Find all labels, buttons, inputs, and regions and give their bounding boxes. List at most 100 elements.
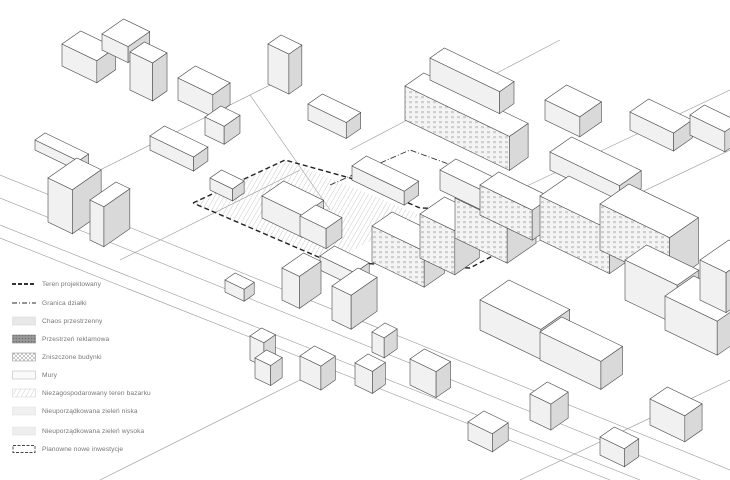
legend-label: Przestrzeń reklamowa	[42, 335, 110, 343]
building-roof	[209, 169, 245, 190]
building-roof	[34, 132, 90, 162]
building	[409, 348, 452, 399]
building	[61, 30, 117, 84]
legend-label: Planowne nowe inwestycje	[42, 445, 124, 453]
building	[371, 322, 398, 359]
building	[204, 105, 241, 145]
building-roof	[177, 65, 231, 96]
legend-label: Teren projektowany	[42, 280, 101, 288]
building-side	[716, 311, 730, 356]
building-facade	[89, 199, 105, 248]
legend-label: Zniszczone budynki	[42, 353, 102, 361]
legend-label: Niezagospodarowany teren bazarku	[42, 389, 151, 397]
legend-item: Zniszczone budynki	[12, 351, 212, 363]
building-roof	[281, 252, 322, 277]
legend-label: Chaos przestrzenny	[42, 317, 103, 325]
building	[89, 181, 131, 248]
building-roof	[267, 34, 303, 55]
building-roof	[307, 93, 362, 123]
legend-label: Granica działki	[42, 299, 87, 307]
building-roof	[689, 104, 730, 133]
building	[699, 239, 730, 314]
building	[281, 252, 322, 309]
building	[299, 345, 336, 391]
street-line	[519, 379, 730, 480]
legend-item: Niezagospodarowany teren bazarku	[12, 387, 212, 399]
legend-item: Granica działki	[12, 297, 212, 309]
building-roof	[351, 155, 420, 192]
building	[539, 316, 624, 390]
building-roof	[624, 244, 700, 286]
building-roof	[319, 245, 370, 274]
building	[129, 41, 168, 102]
legend-swatch	[12, 370, 36, 380]
building	[149, 125, 209, 172]
building	[299, 204, 343, 250]
building-roof	[429, 47, 515, 92]
legend-swatch	[12, 298, 36, 308]
legend-swatch	[12, 334, 36, 344]
building	[629, 98, 693, 152]
building-side	[725, 269, 730, 314]
building-roof	[47, 157, 102, 191]
building-roof	[331, 267, 378, 296]
building	[254, 349, 283, 387]
building	[267, 34, 303, 95]
street-line	[99, 379, 301, 480]
building-roof	[599, 426, 640, 450]
legend-label: Mury	[42, 371, 58, 379]
building	[467, 410, 509, 453]
building-roof	[467, 410, 509, 435]
building-side	[724, 127, 730, 153]
building-roof	[129, 41, 168, 64]
legend-item: Teren projektowany	[12, 278, 212, 290]
building-roof	[409, 348, 452, 372]
building-roof	[549, 136, 642, 186]
building-blocks	[34, 18, 730, 468]
building	[351, 155, 420, 206]
building	[689, 104, 730, 153]
building-roof	[529, 381, 569, 405]
legend-item: Planowne nowe inwestycje	[12, 443, 212, 455]
building	[404, 72, 529, 171]
building	[209, 169, 245, 202]
building	[529, 381, 569, 431]
legend-item: Nieuporządkowana zieleń niska	[12, 405, 212, 417]
building-roof	[354, 353, 386, 372]
legend-label: Nieuporządkowana zieleń wysoka	[42, 427, 145, 435]
building-roof	[371, 322, 398, 339]
building	[544, 84, 602, 138]
building-roof	[101, 18, 151, 47]
building	[354, 353, 386, 394]
building-roof	[479, 279, 571, 330]
building-roof	[89, 181, 131, 208]
building-roof	[544, 84, 602, 118]
building-roof	[404, 72, 529, 137]
building-roof	[224, 272, 255, 290]
building-roof	[599, 183, 699, 238]
building-roof	[699, 239, 730, 273]
building-roof	[299, 345, 336, 367]
building-roof	[249, 327, 277, 344]
building	[331, 267, 378, 330]
building	[649, 386, 703, 443]
building-roof	[649, 386, 703, 417]
street-line	[0, 197, 701, 480]
legend-item: Mury	[12, 369, 212, 381]
building-roof	[149, 125, 209, 158]
legend-swatch	[12, 279, 36, 289]
building-roof	[539, 316, 624, 362]
building	[47, 157, 102, 235]
building	[224, 272, 255, 302]
legend-item: Chaos przestrzenny	[12, 315, 212, 327]
legend-swatch	[12, 426, 36, 436]
legend-item: Nieuporządkowana zieleń wysoka	[12, 425, 212, 437]
building	[429, 47, 515, 115]
legend-swatch	[12, 316, 36, 326]
building-roof	[204, 105, 241, 127]
legend-swatch	[12, 444, 36, 454]
building	[307, 93, 362, 140]
building	[599, 426, 640, 468]
legend-item: Przestrzeń reklamowa	[12, 333, 212, 345]
